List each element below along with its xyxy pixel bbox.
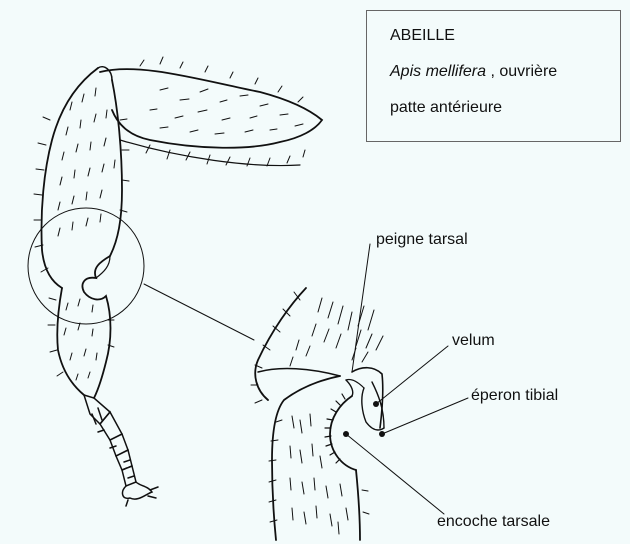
label-peigne-tarsal: peigne tarsal — [376, 231, 468, 249]
tarsus-drawing — [48, 256, 114, 398]
caption-title: ABEILLE — [390, 27, 455, 45]
detail-upper-hairs — [251, 292, 383, 403]
caption-species: Apis mellifera , ouvrière — [390, 63, 557, 81]
femur-drawing — [100, 57, 322, 166]
label-velum: velum — [452, 332, 495, 350]
tibia-drawing — [34, 67, 129, 288]
caption-box: ABEILLE Apis mellifera , ouvrière patte … — [366, 10, 621, 142]
label-eperon-tibial: éperon tibial — [471, 387, 558, 405]
species-name: Apis mellifera — [390, 63, 486, 80]
velum-dot — [373, 401, 379, 407]
caption-part: patte antérieure — [390, 99, 502, 117]
label-encoche-tarsale: encoche tarsale — [437, 513, 550, 531]
detail-lower-hairs — [269, 414, 369, 534]
encoche-dot — [343, 431, 349, 437]
leader-velum — [376, 346, 448, 404]
strigil-detail-drawing — [251, 288, 384, 540]
leader-eperon — [382, 398, 468, 434]
magnifier-connector — [144, 284, 254, 340]
tarsomeres-drawing — [84, 395, 158, 506]
species-caste: , ouvrière — [486, 63, 557, 80]
eperon-dot — [379, 431, 385, 437]
leader-encoche — [346, 434, 444, 514]
